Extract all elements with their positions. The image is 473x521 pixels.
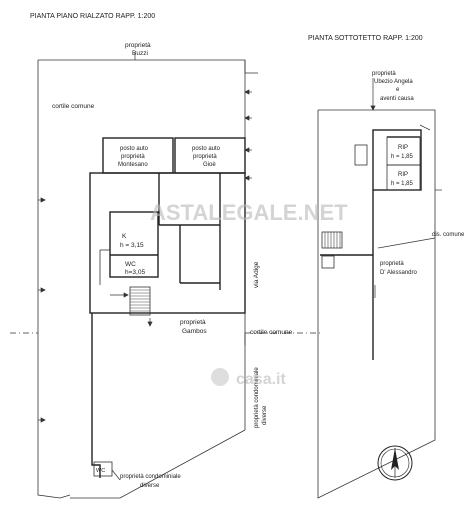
label-montesano-1: posto auto <box>120 146 149 152</box>
label-condominiale-bottom-2: diverse <box>140 483 160 489</box>
label-rip1: RIP <box>398 145 408 151</box>
label-condominiale-vert-2: diverse <box>262 405 268 425</box>
label-k-height: h = 3,15 <box>120 242 144 249</box>
label-gambos-2: Gambos <box>182 328 207 335</box>
label-cortile-right: cortile comune <box>250 329 293 336</box>
label-rip1-height: h = 1,85 <box>391 154 414 160</box>
left-plan: proprietà Buzzi cortile comune posto aut… <box>10 42 320 499</box>
label-gioe-2: proprietà <box>193 154 217 160</box>
gambos-west-wall <box>91 313 101 478</box>
label-dalessandro-1: proprietà <box>380 261 404 267</box>
label-wc-small: WC <box>96 468 105 474</box>
watermark-casa: casa.it <box>236 371 286 388</box>
watermark-casa-logo: casa.it <box>211 368 286 388</box>
label-dalessandro-2: D' Alessandro <box>380 270 417 276</box>
right-plan: proprietà Ubezio Angela e aventi causa R… <box>317 71 465 499</box>
label-dis-comune: dis. comune <box>432 232 465 238</box>
rip-2-box <box>386 164 421 191</box>
stairs-left <box>129 286 151 316</box>
left-boundary-west <box>37 60 71 499</box>
label-gioe-3: Gioè <box>203 162 216 168</box>
label-wc-height: h=3,05 <box>125 269 145 276</box>
stairs-right <box>321 231 343 249</box>
label-ubezio-4: aventi causa <box>380 96 414 102</box>
label-cortile-top: cortile comune <box>52 103 95 110</box>
small-wc-box <box>93 461 113 477</box>
label-ubezio-3: e <box>396 87 400 93</box>
label-buzzi-1: proprietà <box>125 42 151 49</box>
boundary-arrows <box>38 52 252 481</box>
left-boundary-north <box>38 59 258 74</box>
label-condominiale-bottom-1: proprietà condominiale <box>120 474 181 480</box>
k-wc-unit <box>109 211 159 278</box>
attic-chimney <box>354 144 368 166</box>
label-ubezio-2: Ubezio Angela <box>374 79 413 85</box>
right-arrows <box>370 78 442 298</box>
main-building <box>89 172 246 314</box>
label-ubezio-1: proprietà <box>372 71 396 77</box>
label-wc: WC <box>125 261 136 268</box>
label-rip2-height: h = 1,85 <box>391 181 414 187</box>
label-k: K <box>122 233 127 240</box>
label-via-adige: via Adige <box>253 261 260 288</box>
label-montesano-2: proprietà <box>121 154 145 160</box>
left-boundary-south <box>70 429 246 499</box>
watermark-astalegale: ASTALEGALE.NET <box>150 200 348 225</box>
north-compass-icon <box>377 445 413 481</box>
title-right: PIANTA SOTTOTETTO RAPP. 1:200 <box>308 35 423 42</box>
right-boundary <box>317 109 436 499</box>
label-condominiale-vert-1: proprietà condominiale <box>254 367 260 428</box>
label-buzzi-2: Buzzi <box>132 50 148 57</box>
title-left: PIANTA PIANO RIALZATO RAPP. 1:200 <box>30 13 155 20</box>
rip-1-box <box>386 136 421 166</box>
label-montesano-3: Montesano <box>118 162 148 168</box>
label-gambos-1: proprietà <box>180 319 206 326</box>
label-rip2: RIP <box>398 172 408 178</box>
label-gioe-1: posto auto <box>192 146 221 152</box>
attic-small-box <box>321 255 335 269</box>
